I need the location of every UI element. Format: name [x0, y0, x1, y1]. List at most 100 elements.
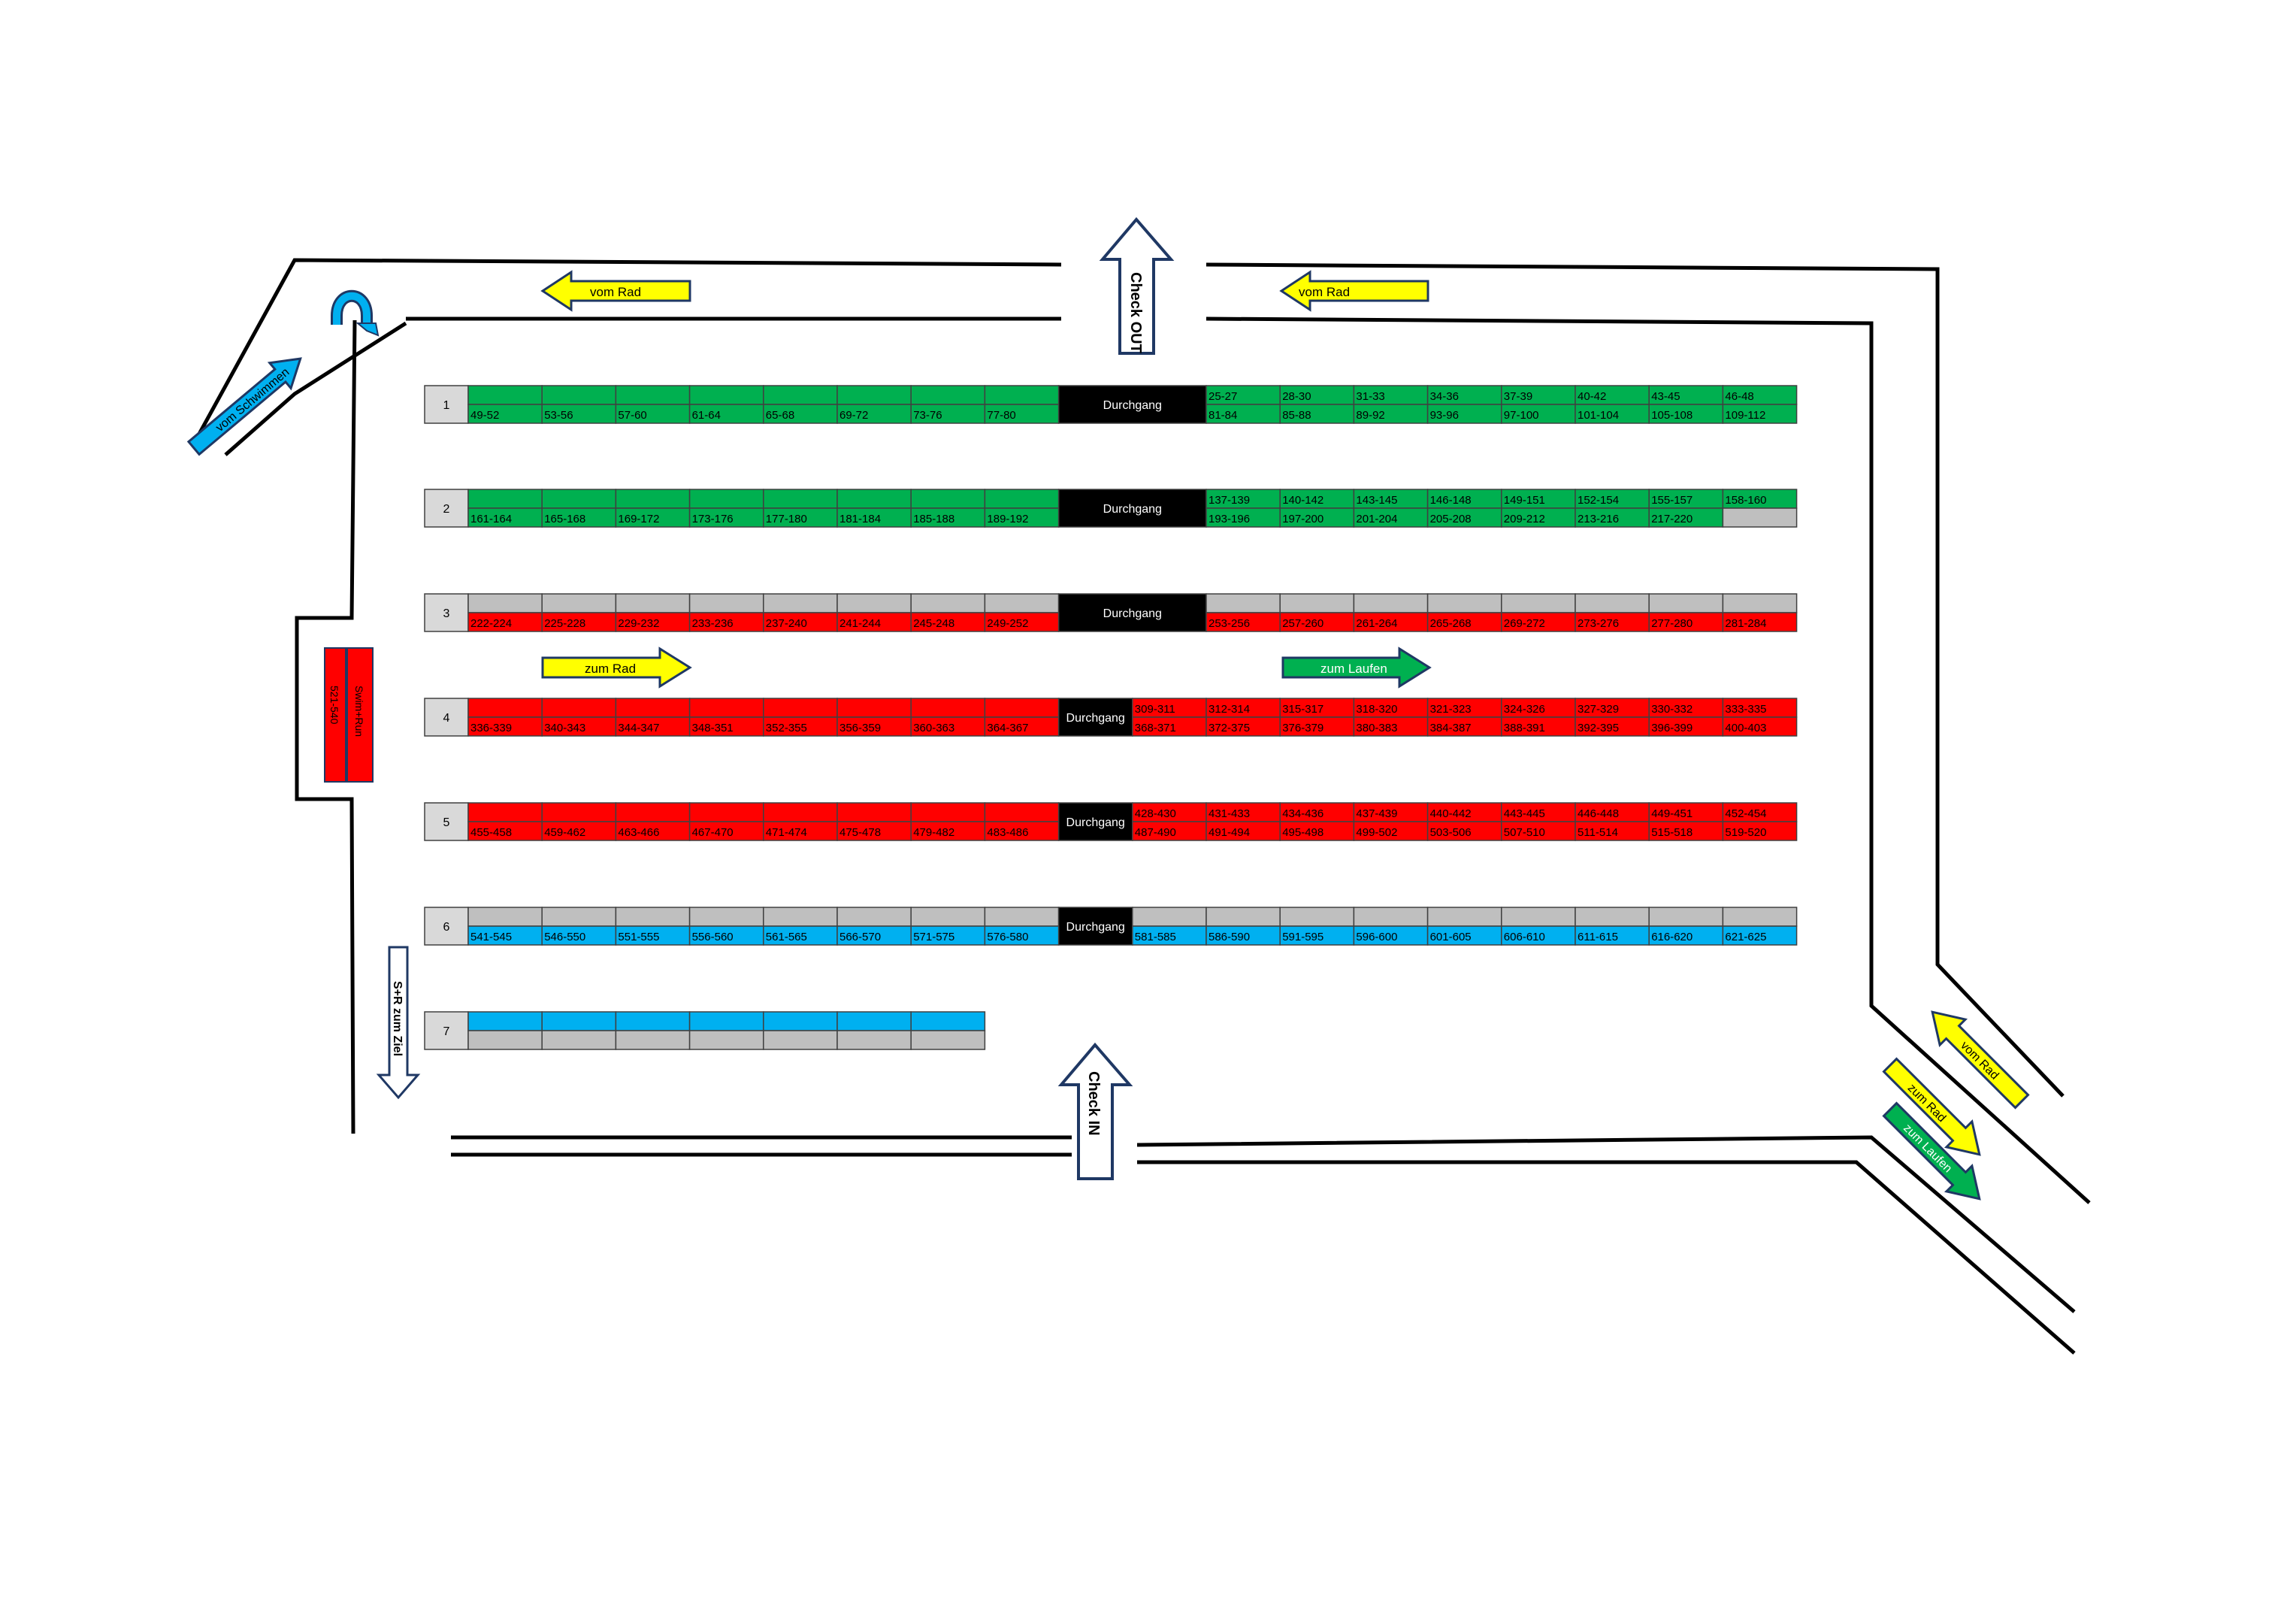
- rack-slot-top-bg: [1353, 385, 1429, 405]
- bike-racks: 12-34-67-910-1213-1516-1819-2122-24Durch…: [424, 385, 1798, 1050]
- rack-slot-bottom-bg: [1501, 716, 1576, 737]
- rack-slot-bottom: 360-363: [913, 722, 954, 734]
- rack-slot-bottom: 213-216: [1578, 513, 1619, 525]
- check-in-arrow: Check IN: [1057, 1042, 1133, 1180]
- rack-slot-bottom: 471-474: [766, 826, 807, 839]
- rack-row-label: 3: [443, 607, 450, 620]
- rack-slot-top: 428-430: [1135, 807, 1176, 820]
- rack-slot: [910, 907, 986, 927]
- rack-slot: [541, 593, 617, 613]
- rack-slot-top: 440-442: [1430, 807, 1472, 820]
- rack-slot-bottom: 53-56: [544, 409, 573, 422]
- rack-slot-top: 318-320: [1356, 703, 1397, 716]
- rack-slot-bottom: 217-220: [1651, 513, 1693, 525]
- rack-slot-top: 449-451: [1651, 807, 1693, 820]
- rack-slot-top: 43-45: [1651, 390, 1680, 403]
- rack-slot: [984, 907, 1060, 927]
- rack-slot-bottom: 177-180: [766, 513, 807, 525]
- rack-slot-top-bg: [836, 593, 912, 613]
- rack-slot: [541, 907, 617, 927]
- durchgang-bg: [1057, 907, 1133, 946]
- rack-slot-top-bg: [688, 385, 764, 405]
- rack-slot-top-bg: [836, 802, 912, 822]
- rack-slot: [688, 593, 764, 613]
- vom-schwimmen-arrow: vom Schwimmen: [186, 357, 302, 456]
- rack-slot-top: 324-326: [1504, 703, 1545, 716]
- rack-slot-bottom-bg: [1648, 507, 1724, 528]
- rack-slot-bottom: 336-339: [470, 722, 512, 734]
- rack-slot-bottom-bg: [615, 716, 691, 737]
- rack-slot-bottom-bg: [1353, 507, 1429, 528]
- rack-slot: [836, 907, 912, 927]
- boundary-lines: [192, 258, 2091, 1355]
- rack-slot-bottom-bg: [615, 612, 691, 632]
- rack-slot-top-bg: [688, 698, 764, 718]
- rack-slot: [836, 593, 912, 613]
- rack-slot-top-bg: [1722, 802, 1798, 822]
- rack-slot-bottom: 591-595: [1282, 931, 1323, 943]
- rack-slot-bottom: 571-575: [913, 931, 954, 943]
- rack-slot-top-bg: [1353, 802, 1429, 822]
- rack-slot-bottom-bg: [984, 925, 1060, 946]
- rack-slot-bottom-bg: [1279, 716, 1355, 737]
- rack-slot-bottom: 519-520: [1725, 826, 1766, 839]
- rack-slot-bottom: 368-371: [1135, 722, 1176, 734]
- rack-slot-top-bg: [763, 593, 838, 613]
- rack-slot-bottom: 281-284: [1725, 617, 1766, 630]
- rack-slot-top-bg: [1279, 907, 1355, 927]
- rack-slot-top-bg: [1575, 907, 1650, 927]
- rack-slot-bottom: 467-470: [692, 826, 734, 839]
- rack-slot-bottom-bg: [541, 925, 617, 946]
- rack-slot-bottom-bg: [541, 716, 617, 737]
- rack-slot-top: 431-433: [1209, 807, 1250, 820]
- rack-slot-top: 155-157: [1651, 494, 1693, 507]
- rack-slot-bottom-bg: [467, 507, 543, 528]
- rack-slot-top-bg: [763, 802, 838, 822]
- rack-slot-bottom-bg: [1648, 925, 1724, 946]
- rack-slot-bottom-bg: [910, 925, 986, 946]
- rack-slot-top-bg: [1722, 698, 1798, 718]
- u-turn-arrow: [331, 289, 380, 337]
- rack-slot-top-bg: [541, 385, 617, 405]
- rack-slot-top-bg: [910, 698, 986, 718]
- rack-slot-top-bg: [1575, 802, 1650, 822]
- rack-slot-bottom: 364-367: [987, 722, 1028, 734]
- rack-slot-bottom: 105-108: [1651, 409, 1693, 422]
- rack-slot-top-bg: [836, 385, 912, 405]
- rack-slot-bottom-bg: [836, 404, 912, 424]
- rack-slot-bottom: 85-88: [1282, 409, 1311, 422]
- zum-rad-arrow: zum Rad: [541, 646, 692, 689]
- rack-slot-bottom: 273-276: [1578, 617, 1619, 630]
- rack-slot-bottom: 193-196: [1209, 513, 1250, 525]
- rack-slot-bottom-bg: [615, 821, 691, 841]
- rack-slot-top: 146-148: [1430, 494, 1472, 507]
- rack-slot-bottom: 400-403: [1725, 722, 1766, 734]
- rack-slot-top: 309-311: [1135, 703, 1175, 716]
- rack-slot-top: 25-27: [1209, 390, 1237, 403]
- durchgang-bg: [1057, 385, 1207, 424]
- rack-slot-bottom: 61-64: [692, 409, 721, 422]
- rack-row-label: 5: [443, 816, 450, 829]
- swim-run-range: 521-540: [328, 686, 340, 725]
- rack-slot-bottom: 265-268: [1430, 617, 1472, 630]
- rack-slot-bottom: 388-391: [1504, 722, 1545, 734]
- rack-slot-top: 452-454: [1725, 807, 1766, 820]
- rack-slot-top-bg: [688, 1011, 764, 1031]
- rack-slot-bottom: 277-280: [1651, 617, 1693, 630]
- rack-slot-top: 333-335: [1725, 703, 1766, 716]
- rack-slot-bottom-bg: [1426, 612, 1502, 632]
- rack-slot-top-bg: [836, 698, 912, 718]
- rack-slot-top: 31-33: [1356, 390, 1384, 403]
- rack-slot: [688, 907, 764, 927]
- rack-slot-bottom-bg: [467, 612, 543, 632]
- rack-slot-top-bg: [1501, 698, 1576, 718]
- rack-slot-top: 321-323: [1430, 703, 1472, 716]
- rack-slot-bottom-bg: [836, 612, 912, 632]
- durchgang-label: Durchgang: [1103, 399, 1162, 412]
- rack-slot-bottom-bg: [1353, 925, 1429, 946]
- rack-slot-bottom-bg: [1279, 507, 1355, 528]
- rack-row-label-bg: [424, 385, 469, 424]
- rack-slot-bottom-bg: [910, 404, 986, 424]
- rack-slot-bottom-bg: [984, 404, 1060, 424]
- rack-slot-bottom-bg: [1426, 404, 1502, 424]
